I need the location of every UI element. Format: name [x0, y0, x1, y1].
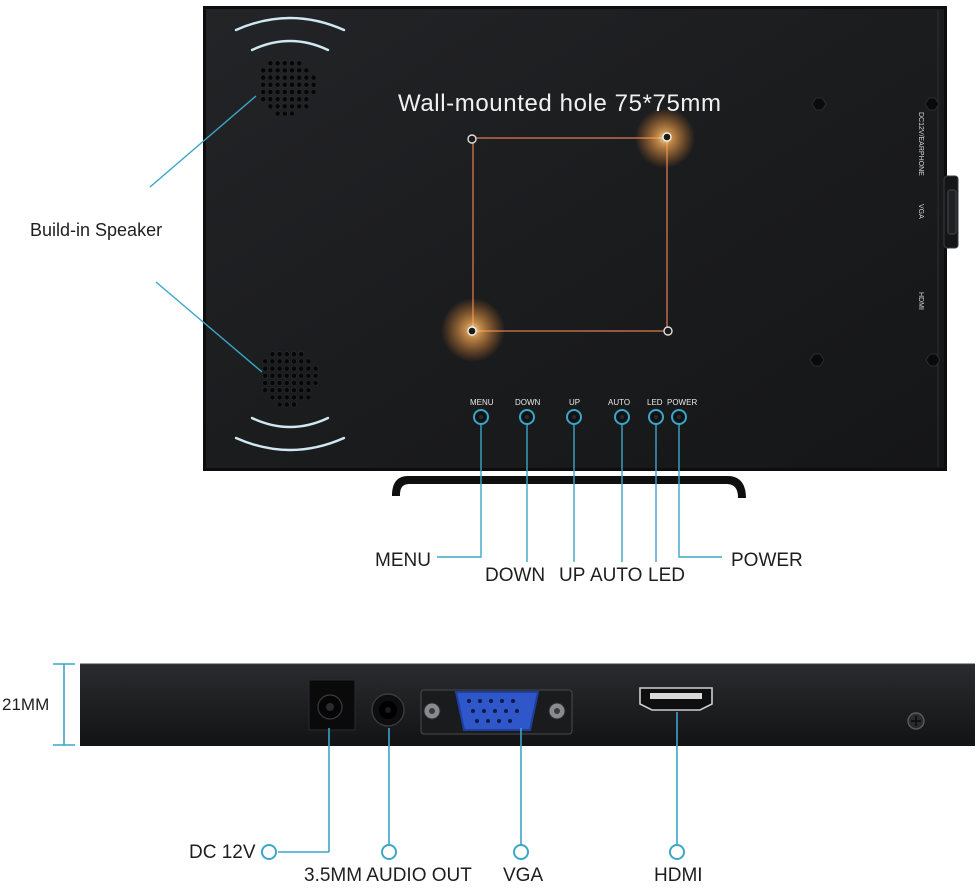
- vga-port: [420, 689, 573, 735]
- callout-vga: VGA: [503, 865, 544, 886]
- side-port-label-hdmi: HDMI: [917, 292, 924, 310]
- button-panel-label-up: UP: [569, 398, 581, 407]
- callout-auto: AUTO: [590, 565, 643, 586]
- button-panel-label-auto: AUTO: [608, 398, 631, 407]
- button-panel-label-menu: MENU: [470, 398, 494, 407]
- callout-hdmi: HDMI: [654, 865, 703, 886]
- callout-audio-out: 3.5MM AUDIO OUT: [304, 865, 472, 886]
- callout-dc-12v: DC 12V: [189, 842, 256, 863]
- side-port-label-vga: VGA: [917, 204, 924, 219]
- side-callout-lines: [278, 712, 678, 853]
- button-panel-label-power: POWER: [667, 398, 698, 407]
- wall-mount-label: Wall-mounted hole 75*75mm: [398, 90, 722, 117]
- mount-hole-bottom-right: [663, 326, 673, 336]
- screw-heads: [809, 97, 941, 367]
- callout-power: POWER: [731, 550, 803, 571]
- mount-hole-top-left: [467, 134, 477, 144]
- side-port-label-dc: DC12V/EARPHONE: [917, 112, 924, 176]
- sound-wave-bottom: [234, 416, 346, 452]
- mount-hole-bottom-left: [467, 326, 477, 336]
- button-down[interactable]: [519, 409, 535, 425]
- button-auto[interactable]: [614, 409, 630, 425]
- monitor-stand: [392, 476, 746, 498]
- button-panel-label-led: LED: [647, 398, 663, 407]
- hdmi-port: [639, 687, 713, 711]
- side-screw: [907, 712, 925, 730]
- button-callout-lines: [437, 424, 722, 562]
- callout-down: DOWN: [485, 565, 546, 586]
- thickness-marker: [53, 663, 75, 746]
- thickness-label: 21MM: [2, 695, 50, 714]
- callout-menu: MENU: [375, 550, 431, 571]
- dc-12v-port: [308, 679, 356, 731]
- audio-out-port: [371, 693, 405, 727]
- speaker-callout-lines: [149, 95, 263, 373]
- vga-port-edge: [943, 175, 959, 249]
- button-up[interactable]: [566, 409, 582, 425]
- mount-hole-top-right: [662, 132, 672, 142]
- callout-up: UP: [559, 565, 586, 586]
- monitor-back-panel: [203, 6, 947, 471]
- speaker-grille-top: [260, 60, 317, 117]
- button-power[interactable]: [671, 409, 687, 425]
- callout-led: LED: [648, 565, 685, 586]
- side-callout-rings: [261, 844, 685, 860]
- button-led[interactable]: [648, 409, 664, 425]
- speaker-label: Build-in Speaker: [30, 220, 163, 240]
- button-menu[interactable]: [473, 409, 489, 425]
- sound-wave-top: [234, 16, 346, 52]
- button-panel-label-down: DOWN: [515, 398, 541, 407]
- speaker-grille-bottom: [262, 351, 319, 408]
